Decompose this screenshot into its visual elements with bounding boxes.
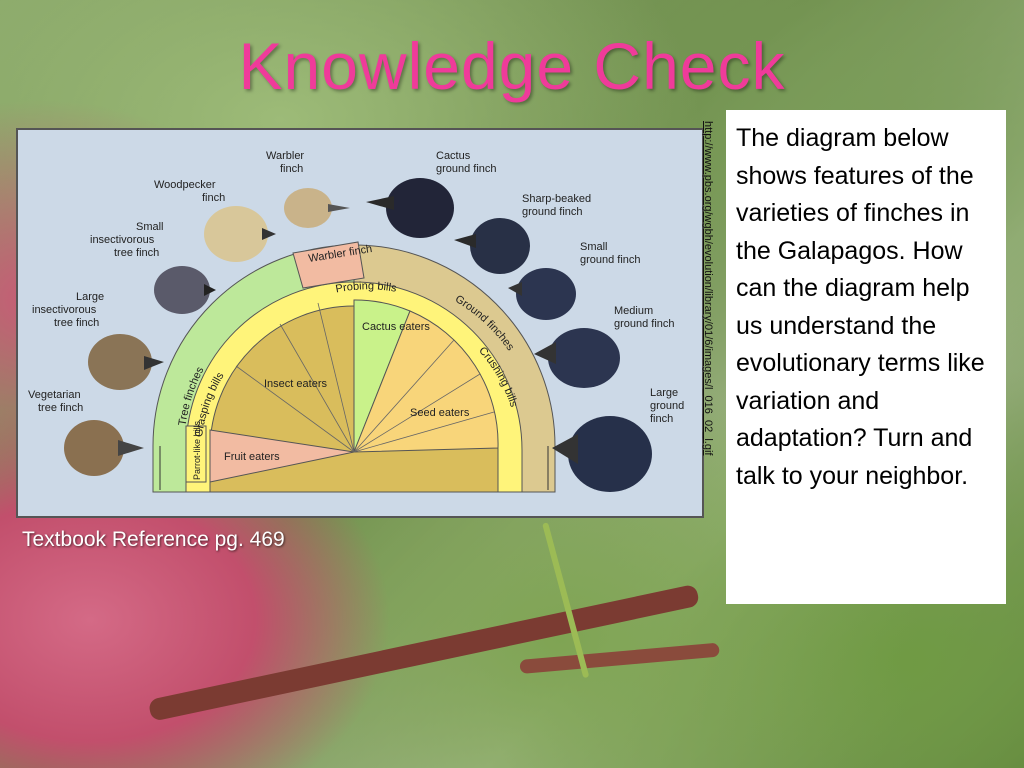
insect-eaters-label: Insect eaters	[264, 378, 327, 390]
finch-diagram: Tree finches Ground finches Probing bill…	[16, 128, 704, 518]
finch-names-right: Cactus ground finch Sharp-beaked ground …	[436, 150, 684, 425]
finch-names-left: Warbler finch Woodpecker finch Small ins…	[28, 150, 304, 414]
parrot-bill-segment	[185, 425, 207, 483]
question-text: The diagram below shows features of the …	[736, 124, 985, 490]
probing-bills-label: Probing bills	[335, 280, 398, 295]
finch-heads-left	[64, 188, 350, 476]
finch-diagram-svg: Tree finches Ground finches Probing bill…	[28, 150, 684, 493]
finch-name: ground finch	[436, 163, 497, 175]
finch-name: Large	[650, 387, 678, 399]
finch-name: tree finch	[114, 247, 159, 259]
finch-name: insectivorous	[32, 304, 97, 316]
finch-name: Woodpecker	[154, 179, 216, 191]
finch-name: Small	[580, 241, 608, 253]
finch-name: ground finch	[522, 206, 583, 218]
finch-name: finch	[202, 192, 225, 204]
fruit-eaters-label: Fruit eaters	[224, 451, 280, 463]
finch-name: insectivorous	[90, 234, 155, 246]
finch-name: Cactus	[436, 150, 471, 162]
seed-eaters-label: Seed eaters	[410, 407, 470, 419]
fruit-eaters-segment	[209, 429, 355, 483]
finch-name: finch	[650, 413, 673, 425]
plant-stem	[519, 642, 720, 674]
finch-name: Small	[136, 221, 164, 233]
finch-name: Warbler	[266, 150, 304, 162]
cactus-eaters-label: Cactus eaters	[362, 321, 430, 333]
finch-name: Sharp-beaked	[522, 193, 591, 205]
page-title: Knowledge Check	[238, 29, 786, 103]
finch-name: tree finch	[38, 402, 83, 414]
finch-heads-right	[366, 178, 652, 492]
finch-name: ground	[650, 400, 684, 412]
source-url-link[interactable]: http://www.pbs.org/wgbh/evolution/librar…	[700, 121, 716, 521]
finch-name: Medium	[614, 305, 653, 317]
finch-name: Large	[76, 291, 104, 303]
finch-name: ground finch	[580, 254, 641, 266]
seed-eaters-segment	[353, 310, 499, 453]
question-textbox: The diagram below shows features of the …	[726, 110, 1006, 604]
parrot-bills-label: Parrot-like bills	[192, 420, 202, 480]
warbler-finch-segment	[292, 241, 365, 289]
finch-name: ground finch	[614, 318, 675, 330]
finch-name: tree finch	[54, 317, 99, 329]
finch-name: finch	[280, 163, 303, 175]
textbook-reference: Textbook Reference pg. 469	[22, 528, 285, 551]
finch-name: Vegetarian	[28, 389, 81, 401]
radial-dividers	[235, 302, 495, 453]
source-url-text[interactable]: http://www.pbs.org/wgbh/evolution/librar…	[702, 121, 714, 456]
